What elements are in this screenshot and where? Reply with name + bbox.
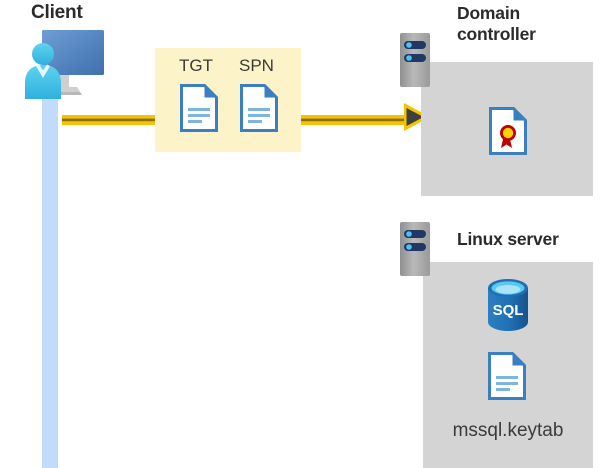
sql-database-text: SQL [493,302,524,319]
keytab-filename-label: mssql.keytab [452,420,564,441]
tgt-label: TGT [179,56,213,75]
arrow-right-icon [404,103,430,131]
spn-label: SPN [239,56,274,75]
domain-controller-title: Domain controller [457,3,536,44]
client-workstation-icon [21,27,105,101]
client-lifeline-bar [42,60,58,468]
certificate-icon [489,107,527,155]
spn-document-icon [240,84,278,132]
linux-server-rack-icon [400,222,430,276]
domain-controller-server-rack-icon [400,33,430,87]
credential-packet-box: TGT SPN [155,48,301,152]
linux-server-title: Linux server [457,229,559,249]
sql-database-icon: SQL [484,279,532,331]
client-title: Client [31,2,83,23]
tgt-document-icon [180,84,218,132]
keytab-document-icon [488,352,526,400]
